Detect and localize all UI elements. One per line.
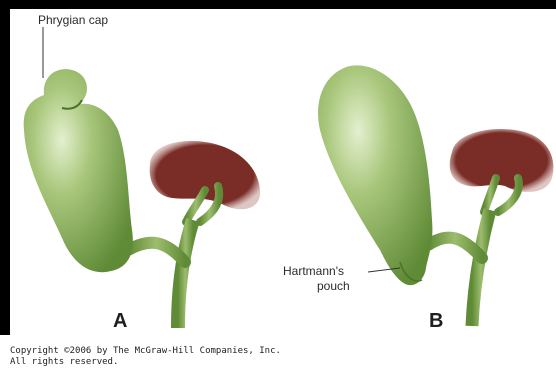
panel-a-label: A [113,310,127,333]
phrygian-cap-label: Phrygian cap [38,14,108,27]
liver-b [450,129,554,192]
hartmanns-pouch-label-line1: Hartmann's [283,265,344,278]
panel-b-label: B [429,310,443,333]
copyright-line-2: All rights reserved. [10,357,281,368]
copyright-notice: Copyright ©2006 by The McGraw-Hill Compa… [10,346,281,368]
copyright-line-1: Copyright ©2006 by The McGraw-Hill Compa… [10,346,281,357]
hartmanns-pouch-label-line2: pouch [317,280,350,293]
